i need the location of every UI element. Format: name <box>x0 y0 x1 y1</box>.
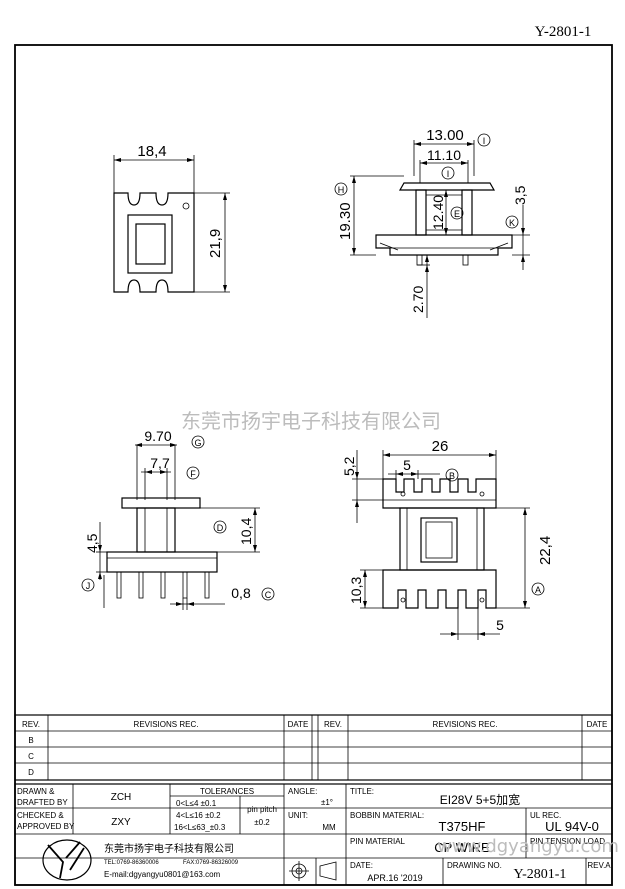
dim-bottom-10-3: 10,3 <box>348 577 364 604</box>
drawing-number-top: Y-2801-1 <box>535 24 592 40</box>
dim-side-4-5: 4,5 <box>84 533 100 553</box>
date-header-left: DATE <box>288 720 309 729</box>
dim-top-width: 18,4 <box>137 143 166 160</box>
callout-front-5: K <box>509 218 515 228</box>
date-label: DATE: <box>350 861 373 870</box>
side-view: 9.70 G 7,7 F 10,4 D 4,5 J <box>81 428 275 610</box>
tolerance-row-2: 4<L≤16 ±0.2 <box>176 811 221 820</box>
rev-header-left: REV. <box>22 720 40 729</box>
company-fax: FAX:0769-86326009 <box>183 860 239 866</box>
pin-pitch-label: pin pitch <box>247 805 277 814</box>
dim-front-12: 12.40 <box>430 195 446 230</box>
front-view: 13.00 I 11.10 I 19.30 H 12.40 E 3,5 <box>334 127 530 318</box>
watermark-company: 东莞市扬宇电子科技有限公司 <box>181 409 441 433</box>
dim-front-2-7: 2.70 <box>410 286 426 313</box>
pin-material-label: PIN MATERIAL <box>350 837 406 846</box>
company-email: E-mail:dgyangyu0801@163.com <box>104 870 221 879</box>
rev-row: C <box>28 752 34 761</box>
drawn-by: ZCH <box>111 792 132 803</box>
callout-side-3: D <box>217 523 224 533</box>
projection-symbol-icon <box>289 861 337 881</box>
watermark-url: www.dgyangyu.com <box>437 836 619 857</box>
dim-side-9-7: 9.70 <box>144 428 171 444</box>
angle-label: ANGLE: <box>288 787 317 796</box>
title-label: TITLE: <box>350 787 374 796</box>
top-view: 18,4 21,9 <box>113 143 230 293</box>
drawing-no-value: Y-2801-1 <box>514 867 567 882</box>
tolerance-row-3: 16<L≤63_±0.3 <box>174 823 226 832</box>
dim-bottom-5-top: 5 <box>403 457 411 473</box>
bobbin-material-label: BOBBIN MATERIAL: <box>350 811 424 820</box>
drawn-label: DRAWN &DRAFTED BY <box>17 787 68 807</box>
dim-side-0-8: 0,8 <box>231 585 251 601</box>
dim-front-11: 11.10 <box>427 147 461 163</box>
dim-front-13: 13.00 <box>426 127 464 144</box>
bottom-view: 26 5 B 5,2 22,4 A 10,3 <box>341 438 554 640</box>
company-name: 东莞市扬宇电子科技有限公司 <box>104 842 234 855</box>
sheet-border <box>14 44 613 886</box>
drawing-no-label: DRAWING NO. <box>447 861 502 870</box>
checked-by: ZXY <box>111 817 131 828</box>
title-value: EI28V 5+5加宽 <box>440 792 520 807</box>
ul-rec-value: UL 94V-0 <box>545 819 599 834</box>
date-value: APR.16 '2019 <box>367 873 422 883</box>
callout-side-2: F <box>190 469 196 479</box>
dim-bottom-5-2: 5,2 <box>341 456 357 476</box>
callout-bottom-2: A <box>535 585 541 595</box>
rec-header-right: REVISIONS REC. <box>433 720 498 729</box>
dim-front-3-5: 3,5 <box>512 185 528 205</box>
callout-front-1: I <box>483 136 486 146</box>
revisions-table: REV. REVISIONS REC. DATE REV. REVISIONS … <box>14 714 613 781</box>
rev-label: REV.A <box>587 861 611 870</box>
angle-value: ±1° <box>321 798 333 807</box>
callout-bottom-1: B <box>449 471 455 481</box>
company-tel: TEL:0769-86360006 <box>104 860 159 866</box>
dim-top-height: 21,9 <box>207 229 224 258</box>
dim-front-19: 19.30 <box>337 202 354 240</box>
dim-side-10-4: 10,4 <box>238 518 254 545</box>
callout-side-4: J <box>86 581 91 591</box>
ul-rec-label: UL REC. <box>530 811 561 820</box>
tolerance-row-1: 0<L≤4 ±0.1 <box>176 799 217 808</box>
callout-front-3: H <box>338 185 345 195</box>
tolerances-label: TOLERANCES <box>200 787 254 796</box>
dim-bottom-22-4: 22,4 <box>537 536 554 565</box>
dim-side-7-7: 7,7 <box>150 455 170 471</box>
dim-bottom-26: 26 <box>432 438 449 455</box>
unit-value: MM <box>322 823 336 832</box>
rev-row: D <box>28 768 34 777</box>
pin-material-value: CP WIRE <box>434 840 490 855</box>
pin-tension-label: PIN TENSION LOAD <box>530 837 605 846</box>
callout-side-5: C <box>265 590 272 600</box>
bobbin-material-value: T375HF <box>439 819 486 834</box>
unit-label: UNIT: <box>288 811 308 820</box>
callout-side-1: G <box>194 438 201 448</box>
rev-header-right: REV. <box>324 720 342 729</box>
rec-header-left: REVISIONS REC. <box>134 720 199 729</box>
pin-pitch-value: ±0.2 <box>254 818 270 827</box>
dim-bottom-5-bottom: 5 <box>496 617 504 633</box>
title-block: DRAWN &DRAFTED BY ZCH CHECKED &APPROVED … <box>14 783 613 886</box>
rev-row: B <box>28 736 33 745</box>
callout-front-4: E <box>454 209 460 219</box>
company-logo <box>42 839 92 881</box>
date-header-right: DATE <box>587 720 608 729</box>
callout-front-2: I <box>447 169 450 179</box>
checked-label: CHECKED &APPROVED BY <box>17 811 75 831</box>
